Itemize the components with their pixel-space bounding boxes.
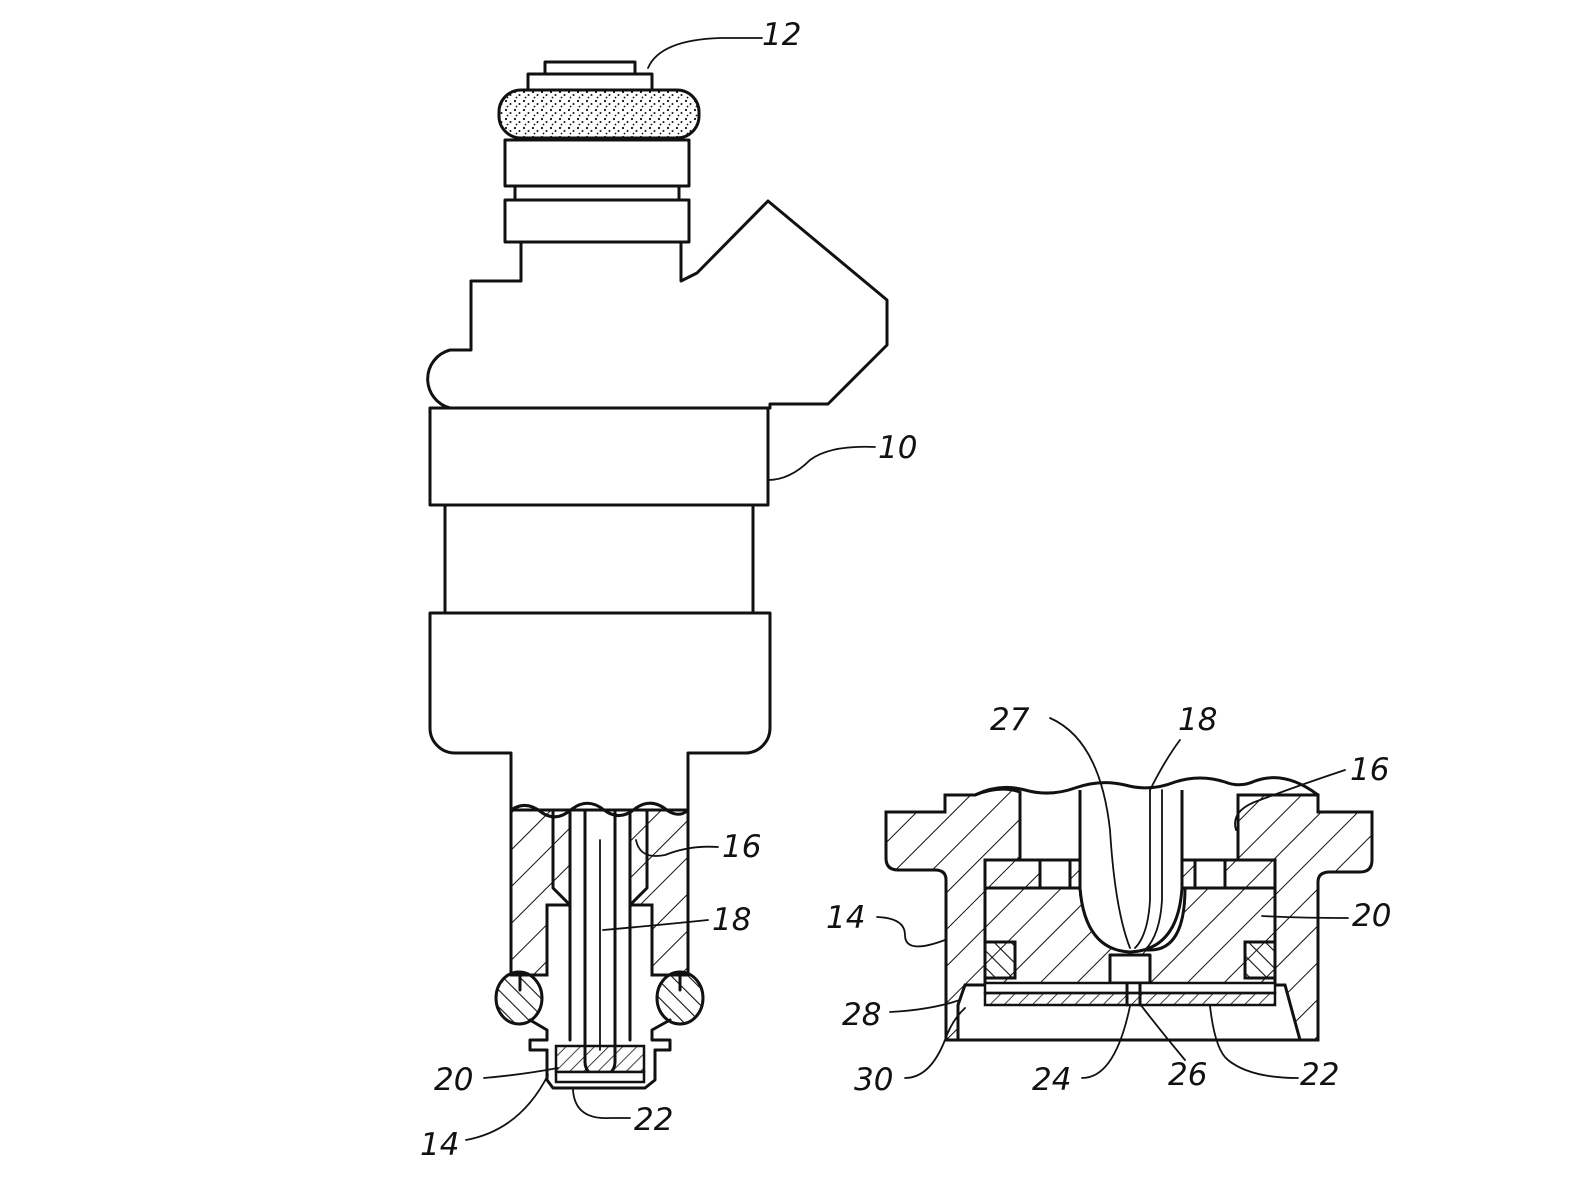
label-24: 24 <box>1032 1062 1071 1098</box>
label-16-right: 16 <box>1350 752 1389 788</box>
detail-needle <box>1078 790 1184 954</box>
label-26: 26 <box>1168 1057 1207 1093</box>
solenoid-band-middle <box>443 503 755 615</box>
label-22-right: 22 <box>1300 1057 1339 1093</box>
nozzle-wall-left <box>509 808 572 977</box>
label-16-left: 16 <box>722 829 761 865</box>
label-28: 28 <box>842 997 881 1033</box>
lower-body <box>428 611 772 812</box>
injector-elevation-view <box>426 60 889 1090</box>
label-30: 30 <box>854 1062 893 1098</box>
reference-labels: 12 10 16 18 20 22 14 27 18 16 14 20 28 3… <box>420 17 1391 1163</box>
o-ring-left <box>494 970 544 1026</box>
label-12: 12 <box>762 17 801 53</box>
seat-member-small <box>554 1044 646 1074</box>
o-ring-right <box>655 970 705 1026</box>
label-18-left: 18 <box>712 902 751 938</box>
label-14-right: 14 <box>826 900 865 936</box>
bore <box>551 808 649 907</box>
detail-o-ring-left <box>983 940 1017 980</box>
label-20-left: 20 <box>434 1062 473 1098</box>
label-14-left: 14 <box>420 1127 459 1163</box>
label-18-right: 18 <box>1178 702 1217 738</box>
detail-orifice-plate <box>983 991 1277 1007</box>
inlet-fitting <box>497 60 701 244</box>
detail-layer <box>983 981 1277 995</box>
nozzle-wall-right <box>628 808 690 977</box>
detail-o-ring-right <box>1243 940 1277 980</box>
connector-housing <box>426 199 889 410</box>
solenoid-band-upper <box>428 406 770 507</box>
label-27: 27 <box>990 702 1030 738</box>
orifice-plate-small <box>554 1070 646 1084</box>
leader-lines <box>465 37 1349 1141</box>
label-20-right: 20 <box>1352 898 1391 934</box>
label-10: 10 <box>878 430 917 466</box>
label-22-left: 22 <box>634 1102 673 1138</box>
